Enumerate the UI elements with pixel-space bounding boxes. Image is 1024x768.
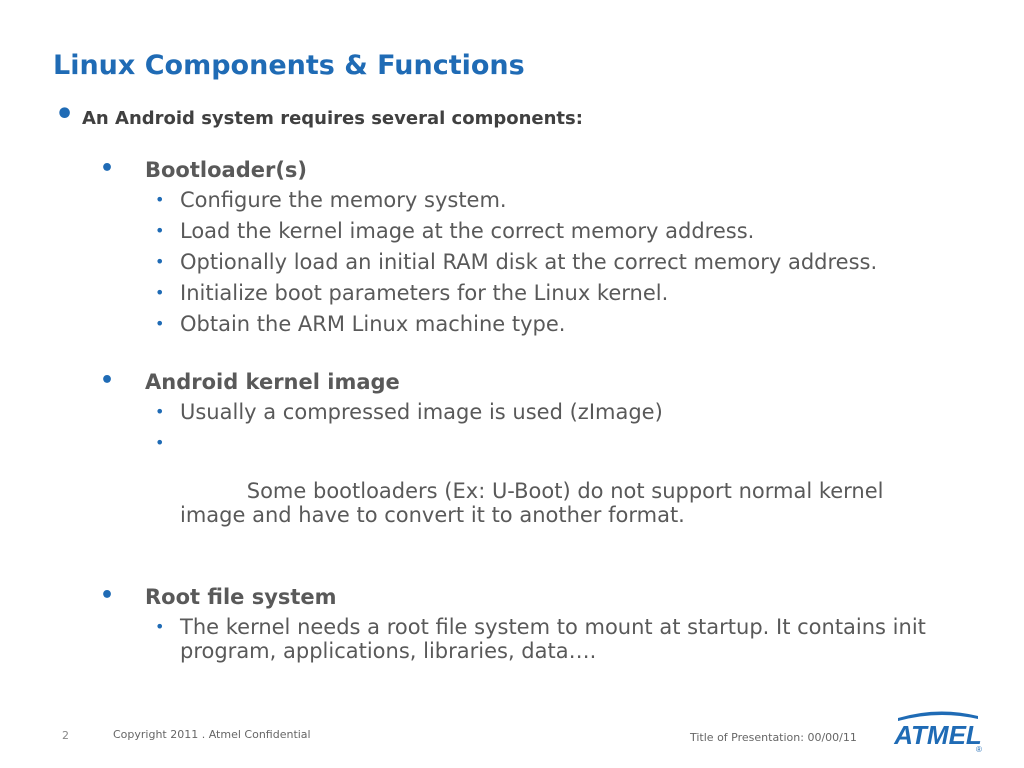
bullet-icon: • — [155, 314, 165, 333]
section-kernel-image: • Android kernel image • Usually a compr… — [100, 368, 930, 551]
bullet-icon: • — [155, 617, 165, 636]
list-item: • Configure the memory system. — [100, 188, 930, 212]
list-item-text: Load the kernel image at the correct mem… — [180, 219, 755, 243]
list-item: • Usually a compressed image is used (zI… — [100, 400, 930, 424]
logo-swoosh — [898, 711, 978, 721]
intro-text: An Android system requires several compo… — [82, 108, 583, 129]
list-item: • Optionally load an initial RAM disk at… — [100, 250, 930, 274]
sub-list: • Configure the memory system. • Load th… — [100, 188, 930, 336]
list-item: • Load the kernel image at the correct m… — [100, 219, 930, 243]
bullet-icon: • — [100, 583, 115, 608]
footer-presentation-title: Title of Presentation: 00/00/11 — [690, 731, 857, 744]
slide-body: • Bootloader(s) • Configure the memory s… — [100, 156, 930, 697]
bullet-icon: • — [100, 156, 115, 181]
page-number: 2 — [62, 729, 69, 742]
bullet-icon: • — [100, 368, 115, 393]
footer-copyright: Copyright 2011 . Atmel Confidential — [113, 728, 311, 741]
list-item: • Some bootloaders (Ex: U-Boot) do not s… — [100, 431, 930, 551]
section-heading: • Root file system — [100, 583, 930, 615]
sub-list: • Usually a compressed image is used (zI… — [100, 400, 930, 551]
bullet-icon: • — [55, 97, 75, 132]
list-item: • Initialize boot parameters for the Lin… — [100, 281, 930, 305]
bullet-icon: • — [155, 402, 165, 421]
section-heading: • Android kernel image — [100, 368, 930, 400]
atmel-logo-icon: ATMEL ® — [893, 711, 982, 754]
section-heading-text: Root file system — [145, 585, 337, 609]
section-heading: • Bootloader(s) — [100, 156, 930, 188]
bullet-icon: • — [155, 190, 165, 209]
list-item-text: Usually a compressed image is used (zIma… — [180, 400, 663, 424]
bullet-icon: • — [155, 252, 165, 271]
list-item-text: Optionally load an initial RAM disk at t… — [180, 250, 878, 274]
bullet-icon: • — [155, 283, 165, 302]
list-item-text: The kernel needs a root file system to m… — [180, 615, 926, 663]
slide-title: Linux Components & Functions — [53, 50, 525, 81]
section-root-fs: • Root file system • The kernel needs a … — [100, 583, 930, 663]
logo-registered-mark: ® — [976, 745, 982, 754]
atmel-logo: ATMEL ® — [892, 708, 984, 756]
list-item-text: Configure the memory system. — [180, 188, 507, 212]
logo-wordmark: ATMEL — [893, 720, 982, 750]
list-item: • Obtain the ARM Linux machine type. — [100, 312, 930, 336]
bullet-icon: • — [155, 433, 165, 452]
list-item: • The kernel needs a root file system to… — [100, 615, 930, 663]
section-bootloader: • Bootloader(s) • Configure the memory s… — [100, 156, 930, 336]
sub-list: • The kernel needs a root file system to… — [100, 615, 930, 663]
list-item-text: Some bootloaders (Ex: U-Boot) do not sup… — [180, 479, 891, 527]
section-heading-text: Bootloader(s) — [145, 158, 308, 182]
list-item-text: Obtain the ARM Linux machine type. — [180, 312, 566, 336]
list-item-text: Initialize boot parameters for the Linux… — [180, 281, 669, 305]
bullet-icon: • — [155, 221, 165, 240]
section-heading-text: Android kernel image — [145, 370, 400, 394]
